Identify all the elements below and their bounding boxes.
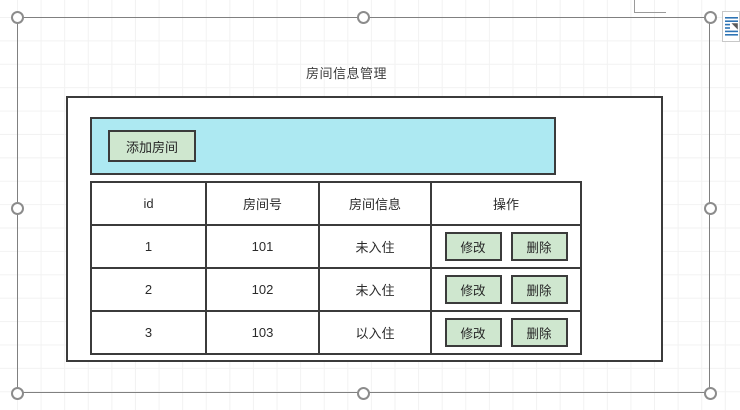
cell-id: 3 xyxy=(90,310,207,355)
object-anchor-mark xyxy=(634,0,666,13)
cell-room-no: 101 xyxy=(205,224,320,269)
cell-room-no: 103 xyxy=(205,310,320,355)
column-header-room-info: 房间信息 xyxy=(318,181,432,226)
page-title: 房间信息管理 xyxy=(305,66,387,81)
column-header-actions: 操作 xyxy=(430,181,582,226)
cell-actions: 修改 删除 xyxy=(430,267,582,312)
resize-handle-top-center[interactable] xyxy=(357,11,370,24)
resize-handle-middle-right[interactable] xyxy=(704,202,717,215)
cell-room-info: 未入住 xyxy=(318,224,432,269)
cell-actions: 修改 删除 xyxy=(430,310,582,355)
cell-id: 1 xyxy=(90,224,207,269)
cell-room-info: 以入住 xyxy=(318,310,432,355)
edit-button[interactable]: 修改 xyxy=(444,275,502,304)
resize-handle-bottom-left[interactable] xyxy=(11,387,24,400)
cell-actions: 修改 删除 xyxy=(430,224,582,269)
delete-button[interactable]: 删除 xyxy=(510,232,568,261)
layout-options-icon xyxy=(724,16,738,37)
column-header-id: id xyxy=(90,181,207,226)
edit-button[interactable]: 修改 xyxy=(444,318,502,347)
room-management-frame: 添加房间 id 房间号 房间信息 操作 1 101 未入住 修 xyxy=(66,96,663,362)
selection-frame xyxy=(11,11,717,400)
cell-id: 2 xyxy=(90,267,207,312)
table-row: 1 101 未入住 修改 删除 xyxy=(90,224,582,269)
cell-room-no: 102 xyxy=(205,267,320,312)
resize-handle-middle-left[interactable] xyxy=(11,202,24,215)
layout-options-button[interactable] xyxy=(722,11,740,42)
column-header-room-no: 房间号 xyxy=(205,181,320,226)
table-row: 3 103 以入住 修改 删除 xyxy=(90,310,582,355)
edit-button[interactable]: 修改 xyxy=(444,232,502,261)
add-room-button[interactable]: 添加房间 xyxy=(108,130,196,162)
room-table: id 房间号 房间信息 操作 1 101 未入住 修改 删除 2 1 xyxy=(90,181,582,355)
table-row: 2 102 未入住 修改 删除 xyxy=(90,267,582,312)
delete-button[interactable]: 删除 xyxy=(510,318,568,347)
resize-handle-bottom-right[interactable] xyxy=(704,387,717,400)
toolbar: 添加房间 xyxy=(90,117,556,175)
resize-handle-top-right[interactable] xyxy=(704,11,717,24)
resize-handle-bottom-center[interactable] xyxy=(357,387,370,400)
table-header-row: id 房间号 房间信息 操作 xyxy=(90,181,582,226)
delete-button[interactable]: 删除 xyxy=(510,275,568,304)
resize-handle-top-left[interactable] xyxy=(11,11,24,24)
cell-room-info: 未入住 xyxy=(318,267,432,312)
